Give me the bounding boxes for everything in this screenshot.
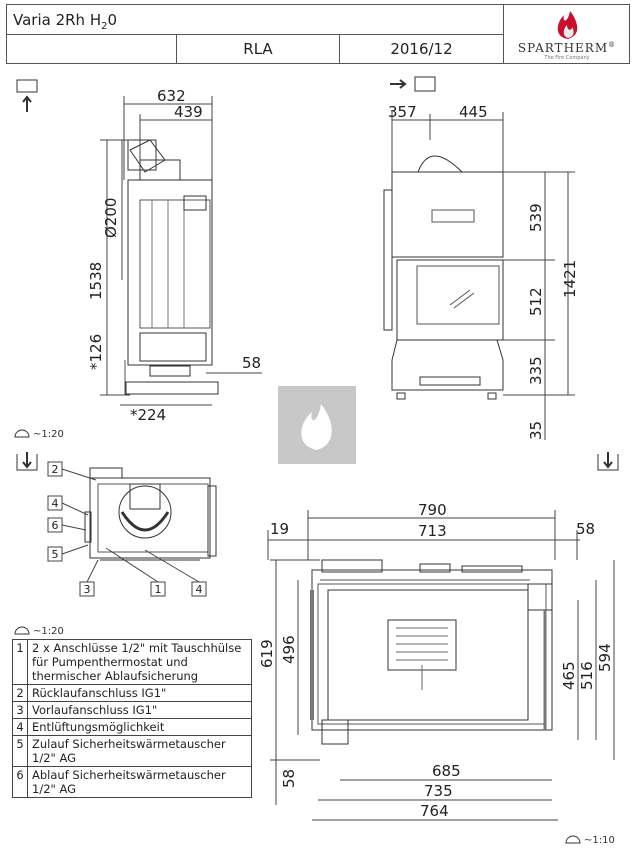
front-view-dimensions <box>391 112 575 440</box>
plan-view <box>310 559 553 745</box>
scale-label: ~1:20 <box>33 429 64 440</box>
dim-516: 516 <box>578 661 596 690</box>
scale-label: ~1:20 <box>33 626 64 637</box>
brand-logo: SPARTHERM® The Fire Company <box>503 5 630 64</box>
dim-790: 790 <box>418 501 447 519</box>
plan-view-icon <box>597 452 619 471</box>
callout-label: 5 <box>52 548 59 561</box>
dim-58: 58 <box>242 354 261 372</box>
scale-icon <box>14 429 30 438</box>
scale-icon <box>14 626 30 635</box>
title-block: Varia 2Rh H20 RLA 2016/12 SPARTHERM® The… <box>6 4 630 64</box>
dim-335: 335 <box>527 356 545 385</box>
dim-445: 445 <box>459 103 488 121</box>
side-view <box>124 139 219 395</box>
dim-594: 594 <box>596 643 614 672</box>
brand-tagline: The Fire Company <box>544 55 590 61</box>
dim-19: 19 <box>270 520 289 538</box>
dim-496: 496 <box>280 635 298 664</box>
top-view-callouts <box>47 461 207 597</box>
side-view-icon <box>16 79 38 112</box>
top-view-icon <box>16 452 38 471</box>
dim-685: 685 <box>432 762 461 780</box>
scale-icon <box>565 835 581 844</box>
dim-200: Ø200 <box>102 198 120 238</box>
dim-619: 619 <box>258 639 276 668</box>
empty-cell <box>7 35 177 64</box>
callout-label: 4 <box>52 497 59 510</box>
front-view <box>383 155 504 400</box>
dim-632: 632 <box>157 87 186 105</box>
dim-764: 764 <box>420 802 449 820</box>
dim-539: 539 <box>527 203 545 232</box>
dim-465: 465 <box>560 661 578 690</box>
callout-label: 2 <box>52 463 59 476</box>
dim-357: 357 <box>388 103 417 121</box>
dim-1538: 1538 <box>87 262 105 300</box>
dim-713: 713 <box>418 522 447 540</box>
callout-label: 4 <box>196 583 203 596</box>
dim-512: 512 <box>527 287 545 316</box>
date-label: 2016/12 <box>390 40 453 58</box>
watermark-logo <box>278 386 356 464</box>
dim-126: *126 <box>87 334 105 370</box>
dim-224: *224 <box>130 406 166 424</box>
scale-label: ~1:10 <box>584 835 615 846</box>
front-view-icon <box>390 76 436 92</box>
top-view <box>84 467 217 561</box>
callout-label: 1 <box>155 583 162 596</box>
dim-735: 735 <box>424 782 453 800</box>
plan-view-dimensions <box>267 510 615 821</box>
dim-35: 35 <box>527 421 545 440</box>
callout-label: 6 <box>52 519 59 532</box>
dim-58-top: 58 <box>576 520 595 538</box>
dim-439: 439 <box>174 103 203 121</box>
dim-1421: 1421 <box>561 260 579 298</box>
dim-58-bottom: 58 <box>280 769 298 788</box>
flame-icon <box>557 11 578 39</box>
callout-label: 3 <box>84 583 91 596</box>
product-title: Varia 2Rh H20 <box>7 5 503 35</box>
brand-name: SPARTHERM® <box>517 41 617 55</box>
variant-label: RLA <box>177 35 340 64</box>
side-view-dimensions <box>100 96 262 406</box>
